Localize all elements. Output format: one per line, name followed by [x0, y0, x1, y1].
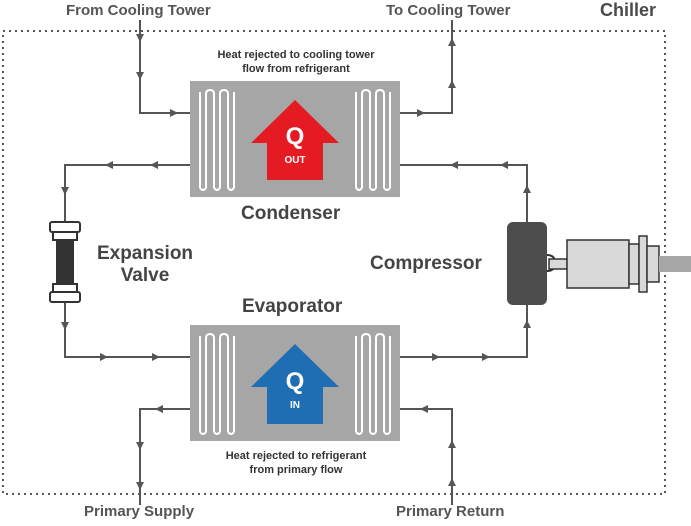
evaporator-label: Evaporator: [242, 296, 343, 317]
condenser-note-line2: flow from refrigerant: [242, 63, 350, 75]
expansion-valve-label: Expansion Valve: [93, 243, 197, 287]
q-out-arrow: [251, 100, 339, 180]
evaporator-coil-left: [199, 332, 235, 435]
primary-return-label: Primary Return: [396, 503, 505, 520]
condenser-label: Condenser: [241, 203, 341, 224]
q-out-sub: OUT: [284, 155, 306, 166]
evaporator-coil-right: [355, 332, 391, 435]
primary-arrows: [136, 405, 456, 490]
refrigerant-flow-arrows: [61, 161, 531, 361]
expansion-valve-label-line2: Valve: [120, 265, 170, 286]
condenser-unit: [190, 81, 400, 197]
q-in-letter: Q: [285, 368, 305, 395]
from-cooling-tower-label: From Cooling Tower: [66, 2, 211, 19]
q-in-sub: IN: [290, 400, 300, 411]
chiller-boundary: [2, 30, 666, 495]
primary-supply-label: Primary Supply: [84, 503, 195, 520]
motor-unit: [566, 235, 691, 293]
evaporator-note-line2: from primary flow: [249, 464, 343, 476]
evaporator-note-line1: Heat rejected to refrigerant: [225, 450, 367, 462]
compressor-unit: [507, 222, 568, 305]
cooling-tower-arrows: [136, 34, 456, 117]
condenser-note: Heat rejected to cooling tower flow from…: [196, 48, 396, 76]
condenser-coil-right: [355, 88, 391, 191]
chiller-title: Chiller: [600, 0, 657, 20]
evaporator-unit: [190, 325, 400, 441]
q-out-letter: Q: [285, 123, 305, 150]
primary-pipes: [139, 408, 453, 505]
compressor-body: [507, 222, 547, 305]
evaporator-note: Heat rejected to refrigerant from primar…: [196, 449, 396, 477]
q-in-arrow: [251, 344, 339, 424]
condenser-coil-left: [199, 88, 235, 191]
compressor-label: Compressor: [370, 253, 482, 274]
expansion-valve-label-line1: Expansion: [96, 243, 194, 264]
condenser-note-line1: Heat rejected to cooling tower: [217, 49, 375, 61]
expansion-valve: [49, 221, 81, 303]
to-cooling-tower-label: To Cooling Tower: [386, 2, 511, 19]
